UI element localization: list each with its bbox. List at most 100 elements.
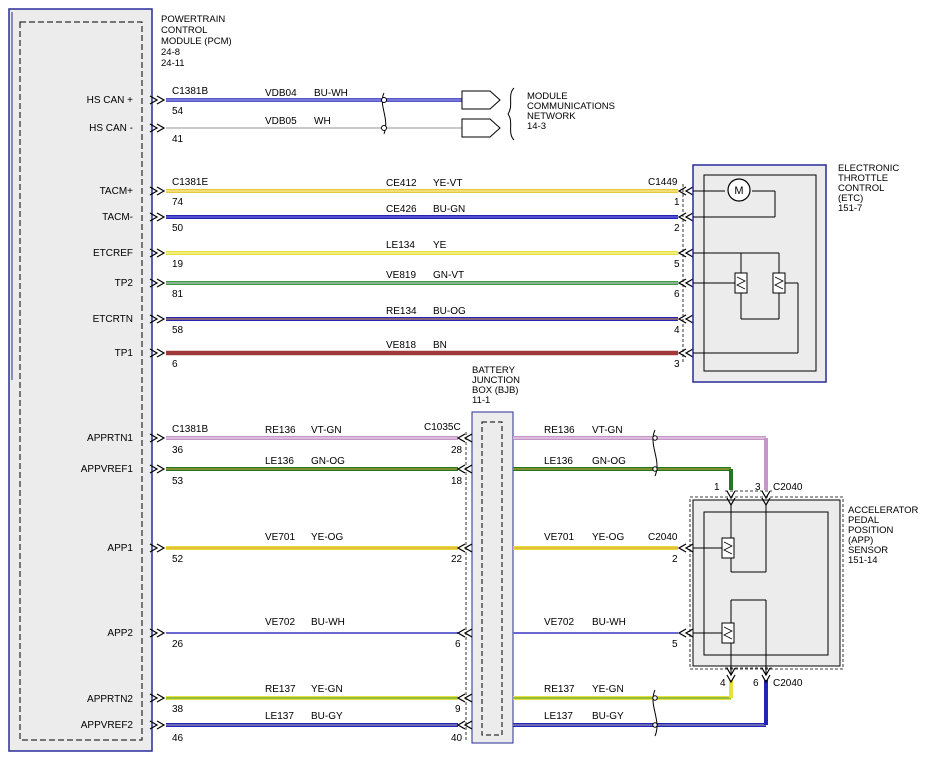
pin-number: 54 bbox=[172, 106, 184, 117]
color-label: BU-GY bbox=[592, 711, 624, 722]
svg-text:MODULE (PCM): MODULE (PCM) bbox=[161, 36, 232, 47]
chevron-icon bbox=[677, 212, 694, 222]
pin-number: 40 bbox=[451, 733, 463, 744]
etc-connector-chevrons bbox=[677, 184, 694, 362]
pin-number: 26 bbox=[172, 639, 184, 650]
chevron-icon bbox=[677, 248, 694, 258]
etc-title-line: 151-7 bbox=[838, 203, 862, 214]
circuit-label: VDB05 bbox=[265, 116, 297, 127]
pcm-title-line: 24-8 bbox=[161, 47, 180, 58]
connector-label: C1381B bbox=[172, 424, 208, 435]
svg-text:JUNCTION: JUNCTION bbox=[472, 375, 520, 386]
pin-number: 6 bbox=[455, 639, 461, 650]
circuit-label: VDB04 bbox=[265, 88, 297, 99]
circuit-label: RE136 bbox=[544, 425, 575, 436]
pcm-module bbox=[8, 8, 153, 752]
chevron-icon bbox=[149, 123, 166, 133]
color-label: GN-VT bbox=[433, 270, 464, 281]
pin-number: 9 bbox=[455, 704, 461, 715]
color-label: YE-OG bbox=[311, 532, 343, 543]
etc-title-line: ELECTRONIC bbox=[838, 163, 899, 174]
pin-number: 6 bbox=[674, 289, 680, 300]
app-title-line: POSITION bbox=[848, 525, 894, 536]
chevron-icon bbox=[149, 95, 166, 105]
signal-label: TP2 bbox=[115, 278, 134, 289]
color-label: YE-GN bbox=[592, 684, 624, 695]
network-title: MODULE COMMUNICATIONS NETWORK 14-3 bbox=[527, 91, 615, 132]
svg-text:14-3: 14-3 bbox=[527, 121, 546, 132]
circuit-label: LE137 bbox=[265, 711, 294, 722]
app-pin-labels: 1 3 C2040 4 6 C2040 bbox=[714, 482, 803, 689]
svg-text:NETWORK: NETWORK bbox=[527, 111, 576, 122]
connector-label: C1449 bbox=[648, 177, 678, 188]
pin-number: 6 bbox=[753, 678, 759, 689]
etc-title-line: CONTROL bbox=[838, 183, 884, 194]
pcm-signal-labels: HS CAN + HS CAN - TACM+ TACM- ETCREF TP2… bbox=[81, 95, 134, 731]
pin-number: 41 bbox=[172, 134, 184, 145]
color-label: BU-WH bbox=[314, 88, 348, 99]
bjb-inner-dashed bbox=[481, 421, 503, 736]
bjb-title-line: JUNCTION bbox=[472, 375, 520, 386]
circuit-label: VE702 bbox=[265, 617, 295, 628]
etc-module: M bbox=[692, 164, 827, 383]
etc-title: ELECTRONIC THROTTLE CONTROL (ETC) 151-7 bbox=[838, 163, 899, 214]
svg-text:24-11: 24-11 bbox=[161, 58, 185, 69]
svg-text:POSITION: POSITION bbox=[848, 525, 894, 536]
network-title-line: COMMUNICATIONS bbox=[527, 101, 615, 112]
svg-text:CONTROL: CONTROL bbox=[161, 25, 207, 36]
chevron-icon bbox=[149, 314, 166, 324]
connector-label: C2040 bbox=[773, 482, 803, 493]
pin-number: 52 bbox=[172, 554, 184, 565]
signal-label: TACM- bbox=[102, 212, 133, 223]
etc-wire-labels: C1381E C1449 74 50 19 81 58 6 CE412 YE-V… bbox=[172, 177, 680, 370]
pin-number: 5 bbox=[674, 259, 680, 270]
chevron-icon bbox=[677, 628, 694, 638]
etc-outline bbox=[692, 164, 827, 383]
circuit-label: VE819 bbox=[386, 270, 416, 281]
signal-label: APPRTN1 bbox=[87, 433, 133, 444]
chevron-icon bbox=[149, 248, 166, 258]
bjb-title: BATTERY JUNCTION BOX (BJB) 11-1 bbox=[472, 365, 520, 406]
signal-label: APPVREF1 bbox=[81, 464, 134, 475]
pin-number: 1 bbox=[714, 482, 720, 493]
chevron-icon bbox=[677, 278, 694, 288]
signal-label: APPVREF2 bbox=[81, 720, 134, 731]
pin-number: 50 bbox=[172, 223, 184, 234]
pin-number: 36 bbox=[172, 445, 184, 456]
app-wires-right bbox=[513, 429, 768, 737]
can-wire-labels: C1381B 54 41 VDB04 BU-WH VDB05 WH bbox=[172, 86, 348, 145]
svg-text:COMMUNICATIONS: COMMUNICATIONS bbox=[527, 101, 615, 112]
signal-label: APP2 bbox=[107, 628, 133, 639]
can-wires bbox=[166, 87, 515, 141]
connector-label: C1035C bbox=[424, 422, 461, 433]
color-label: BU-OG bbox=[433, 306, 466, 317]
circuit-label: VE701 bbox=[544, 532, 574, 543]
motor-symbol: M bbox=[734, 185, 743, 197]
chevron-icon bbox=[149, 543, 166, 553]
pin-number: 3 bbox=[674, 359, 680, 370]
pin-number: 3 bbox=[755, 482, 761, 493]
circuit-label: RE134 bbox=[386, 306, 417, 317]
color-label: YE bbox=[433, 240, 447, 251]
circuit-label: LE136 bbox=[544, 456, 573, 467]
connector-label: C1381B bbox=[172, 86, 208, 97]
color-label: BU-WH bbox=[311, 617, 345, 628]
pin-number: 74 bbox=[172, 197, 184, 208]
pin-number: 58 bbox=[172, 325, 184, 336]
signal-label: APPRTN2 bbox=[87, 694, 133, 705]
svg-text:BATTERY: BATTERY bbox=[472, 365, 516, 376]
bjb-title-line: BATTERY bbox=[472, 365, 516, 376]
network-connector-icon bbox=[461, 118, 501, 138]
app-title-line: (APP) bbox=[848, 535, 873, 546]
signal-label: ETCREF bbox=[93, 248, 133, 259]
bjb-module bbox=[465, 411, 514, 744]
pcm-connector-chevrons bbox=[149, 95, 166, 730]
chevron-icon bbox=[456, 720, 473, 730]
chevron-icon bbox=[149, 720, 166, 730]
pin-number: 53 bbox=[172, 476, 184, 487]
app-title-line: PEDAL bbox=[848, 515, 879, 526]
circuit-label: VE702 bbox=[544, 617, 574, 628]
circuit-label: VE701 bbox=[265, 532, 295, 543]
pin-number: 38 bbox=[172, 704, 184, 715]
svg-text:24-8: 24-8 bbox=[161, 47, 180, 58]
